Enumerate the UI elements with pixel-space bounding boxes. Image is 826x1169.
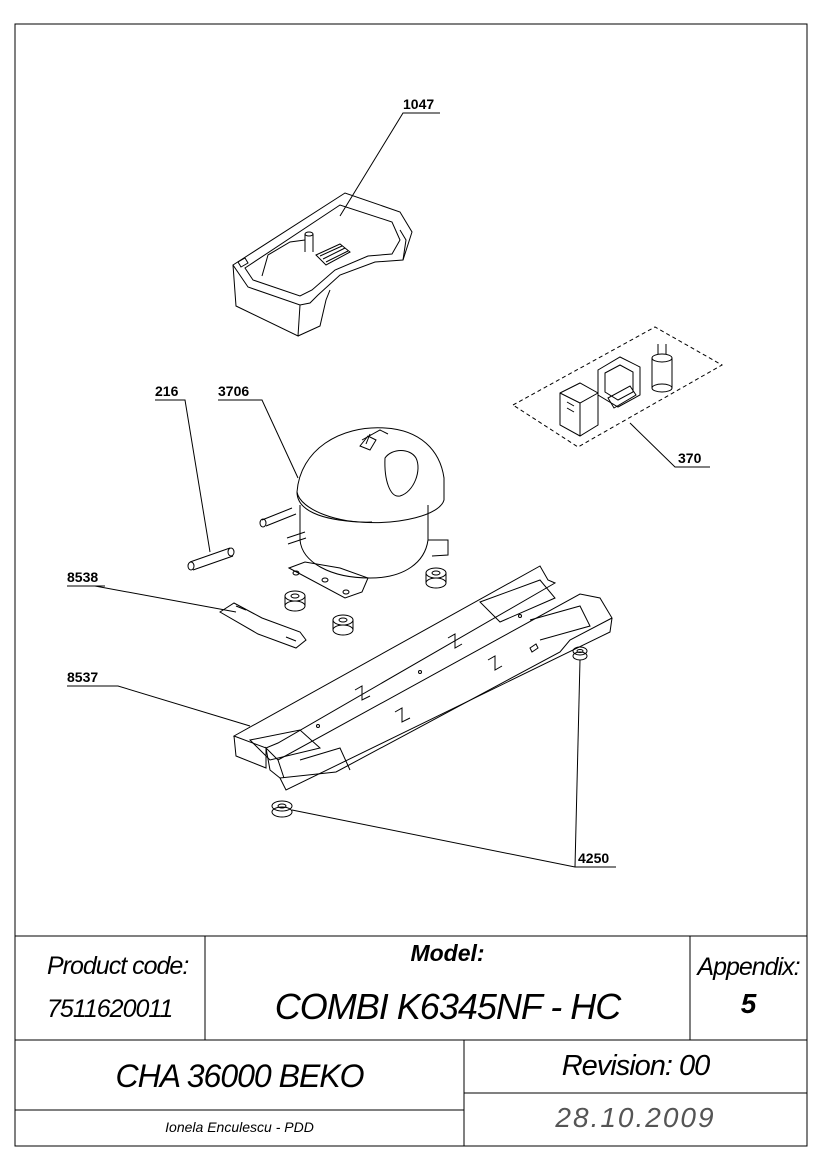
leader-216 [155, 399, 211, 553]
part-216-pin [187, 547, 235, 571]
rubber-grommets [284, 567, 447, 636]
part-8538-strap [219, 602, 307, 649]
leader-4250-a [291, 809, 616, 868]
title-block-grid [15, 935, 807, 1146]
appendix-value: 5 [740, 988, 757, 1019]
part-1047-tray [232, 192, 413, 337]
leader-1047 [339, 112, 440, 217]
appendix-label: Appendix: [697, 953, 800, 981]
callout-370: 370 [678, 450, 702, 466]
callout-4250: 4250 [578, 850, 609, 866]
callout-3706: 3706 [218, 383, 249, 399]
callout-8537: 8537 [67, 669, 98, 685]
part-4250-grommets [271, 646, 588, 818]
product-code-value: 7511620011 [47, 995, 173, 1023]
leader-8537 [67, 685, 251, 727]
callout-1047: 1047 [403, 96, 434, 112]
model-label: Model: [410, 940, 485, 966]
sheet-border [14, 23, 808, 1147]
model-value: COMBI K6345NF - HC [274, 986, 621, 1027]
author-label: Ionela Enculescu - PDD [165, 1119, 314, 1135]
revision-label: Revision: 00 [561, 1050, 711, 1082]
part-8537-base-rails [232, 565, 613, 791]
leader-8538 [67, 585, 237, 613]
chassis-label: CHA 36000 BEKO [115, 1058, 364, 1094]
leader-3706 [218, 399, 299, 479]
callout-8538: 8538 [67, 569, 98, 585]
product-code-label: Product code: [47, 952, 189, 980]
part-3706-compressor [259, 427, 449, 599]
callout-216: 216 [155, 383, 179, 399]
part-370-electrical-kit [512, 326, 724, 448]
leader-4250-b [574, 659, 581, 868]
date-label: 28.10.2009 [555, 1102, 716, 1133]
